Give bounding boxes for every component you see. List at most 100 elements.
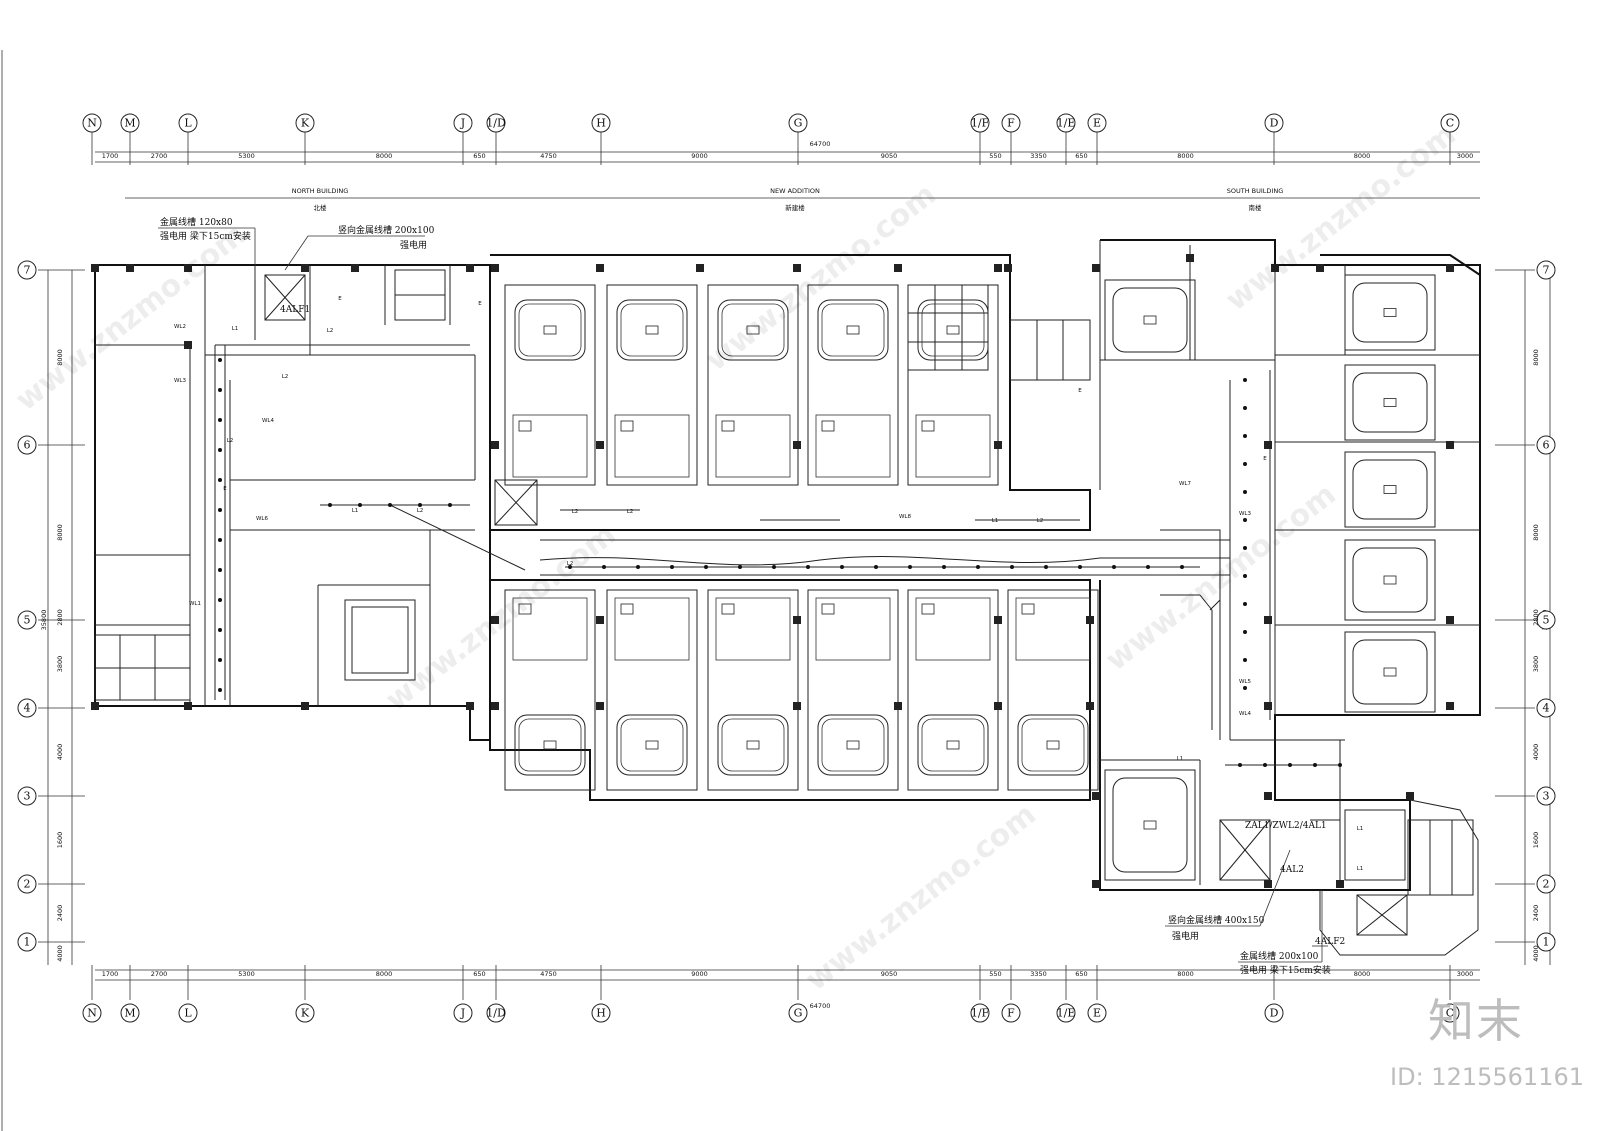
dim-top-13: 3000 bbox=[1457, 152, 1474, 160]
room-lower-1-fixture bbox=[645, 740, 659, 750]
column-43 bbox=[1446, 702, 1454, 710]
column-27 bbox=[793, 616, 801, 624]
room-upper-4-tub bbox=[917, 299, 989, 361]
column-18 bbox=[184, 341, 192, 349]
room-south-4-fixture bbox=[1383, 575, 1397, 585]
light-dot bbox=[388, 503, 392, 507]
room-south-5-tub bbox=[1352, 639, 1428, 705]
dim-left-6: 4000 bbox=[56, 945, 64, 962]
row-bubble-left-4: 3 bbox=[17, 786, 37, 806]
col-bubble-bottom-3-circle bbox=[295, 1003, 315, 1023]
dimension-lines-top bbox=[95, 151, 1480, 163]
light-dot bbox=[1238, 763, 1242, 767]
dim-right-1: 8000 bbox=[1532, 524, 1540, 541]
room-south-5-outline bbox=[1344, 631, 1436, 713]
dim-bottom-8: 550 bbox=[989, 970, 1001, 978]
circuit-tag-13: L2 bbox=[227, 438, 234, 444]
col-bubble-top-10-circle bbox=[1056, 113, 1076, 133]
col-bubble-top-9-label: F bbox=[1007, 117, 1015, 130]
room-upper-4-switch bbox=[921, 420, 935, 432]
light-dot bbox=[1243, 490, 1247, 494]
col-bubble-bottom-0-label: N bbox=[87, 1007, 97, 1020]
row-bubble-left-5-circle bbox=[17, 874, 37, 894]
room-upper-1 bbox=[606, 284, 698, 486]
column-5 bbox=[466, 264, 474, 272]
row-bubble-left-0-circle bbox=[17, 260, 37, 280]
column-45 bbox=[1264, 792, 1272, 800]
room-south-0-outline bbox=[1104, 279, 1196, 361]
room-lower-5 bbox=[1007, 589, 1099, 791]
dim-left-4: 1600 bbox=[56, 832, 64, 849]
col-bubble-bottom-12-label: D bbox=[1270, 1007, 1279, 1020]
col-bubble-top-2-circle bbox=[178, 113, 198, 133]
circuit-tag-20: L2 bbox=[567, 561, 574, 567]
light-dot bbox=[704, 565, 708, 569]
light-dot bbox=[976, 565, 980, 569]
room-upper-1-bedroom bbox=[614, 414, 690, 478]
light-dot bbox=[1243, 406, 1247, 410]
dim-top-6: 9000 bbox=[691, 152, 708, 160]
column-0 bbox=[91, 264, 99, 272]
dim-top-11: 8000 bbox=[1177, 152, 1194, 160]
light-dot bbox=[1243, 462, 1247, 466]
room-south-0-fixture bbox=[1143, 315, 1157, 325]
riser-north-note: 强电用 bbox=[400, 239, 427, 251]
col-bubble-bottom-0: N bbox=[82, 1003, 102, 1023]
row-bubble-right-2-circle bbox=[1536, 610, 1556, 630]
light-dot bbox=[1338, 763, 1342, 767]
col-bubble-bottom-9-circle bbox=[1001, 1003, 1021, 1023]
room-lower-4 bbox=[907, 589, 999, 791]
light-dot bbox=[218, 358, 222, 362]
panel-4alf2-label: 4ALF2 bbox=[1315, 937, 1345, 947]
dim-right-7: 2800 bbox=[1532, 609, 1540, 626]
col-bubble-bottom-6-label: H bbox=[596, 1007, 606, 1020]
column-39 bbox=[894, 702, 902, 710]
dim-right-0: 8000 bbox=[1532, 349, 1540, 366]
room-south-5 bbox=[1344, 631, 1436, 713]
room-lower-1-bedroom bbox=[614, 597, 690, 661]
col-bubble-top-6: H bbox=[591, 113, 611, 133]
col-bubble-bottom-9: F bbox=[1001, 1003, 1021, 1023]
circuit-tag-16: L2 bbox=[572, 509, 579, 515]
dim-bottom-6: 9000 bbox=[691, 970, 708, 978]
column-32 bbox=[91, 702, 99, 710]
column-41 bbox=[1086, 702, 1094, 710]
room-upper-2-fixture bbox=[746, 325, 760, 335]
circuit-tag-10: L1 bbox=[232, 326, 239, 332]
col-bubble-top-9-circle bbox=[1001, 113, 1021, 133]
column-17 bbox=[1446, 264, 1454, 272]
column-25 bbox=[491, 616, 499, 624]
circuit-tag-24: E bbox=[223, 486, 227, 492]
row-bubble-right-4: 3 bbox=[1536, 786, 1556, 806]
light-fixture-dots bbox=[218, 358, 1342, 767]
room-lower-5-switch bbox=[1021, 603, 1035, 615]
row-bubble-right-3: 4 bbox=[1536, 698, 1556, 718]
col-bubble-bottom-7-label: G bbox=[794, 1007, 803, 1020]
col-bubble-top-6-circle bbox=[591, 113, 611, 133]
room-south-0-tub bbox=[1112, 287, 1188, 353]
room-south-4 bbox=[1344, 539, 1436, 621]
circuit-tag-18: L1 bbox=[992, 518, 999, 524]
light-dot bbox=[1044, 565, 1048, 569]
light-dot bbox=[806, 565, 810, 569]
light-dot bbox=[218, 478, 222, 482]
circuit-tag-12: L2 bbox=[282, 374, 289, 380]
row-bubble-right-5-circle bbox=[1536, 874, 1556, 894]
dim-top-12: 8000 bbox=[1354, 152, 1371, 160]
room-upper-2 bbox=[707, 284, 799, 486]
row-bubble-left-0-label: 7 bbox=[24, 264, 31, 277]
col-bubble-bottom-10: 1/E bbox=[1056, 1003, 1076, 1023]
col-bubble-bottom-1-label: M bbox=[124, 1007, 135, 1020]
room-south-2-outline bbox=[1344, 364, 1436, 441]
column-40 bbox=[994, 702, 1002, 710]
row-bubble-right-1-label: 6 bbox=[1543, 439, 1550, 452]
column-15 bbox=[1271, 264, 1279, 272]
col-bubble-top-10: 1/E bbox=[1056, 113, 1076, 133]
column-48 bbox=[1264, 880, 1272, 888]
column-19 bbox=[491, 441, 499, 449]
col-bubble-top-1: M bbox=[120, 113, 140, 133]
dim-right-4: 1600 bbox=[1532, 832, 1540, 849]
row-bubble-left-6-label: 1 bbox=[24, 936, 31, 949]
